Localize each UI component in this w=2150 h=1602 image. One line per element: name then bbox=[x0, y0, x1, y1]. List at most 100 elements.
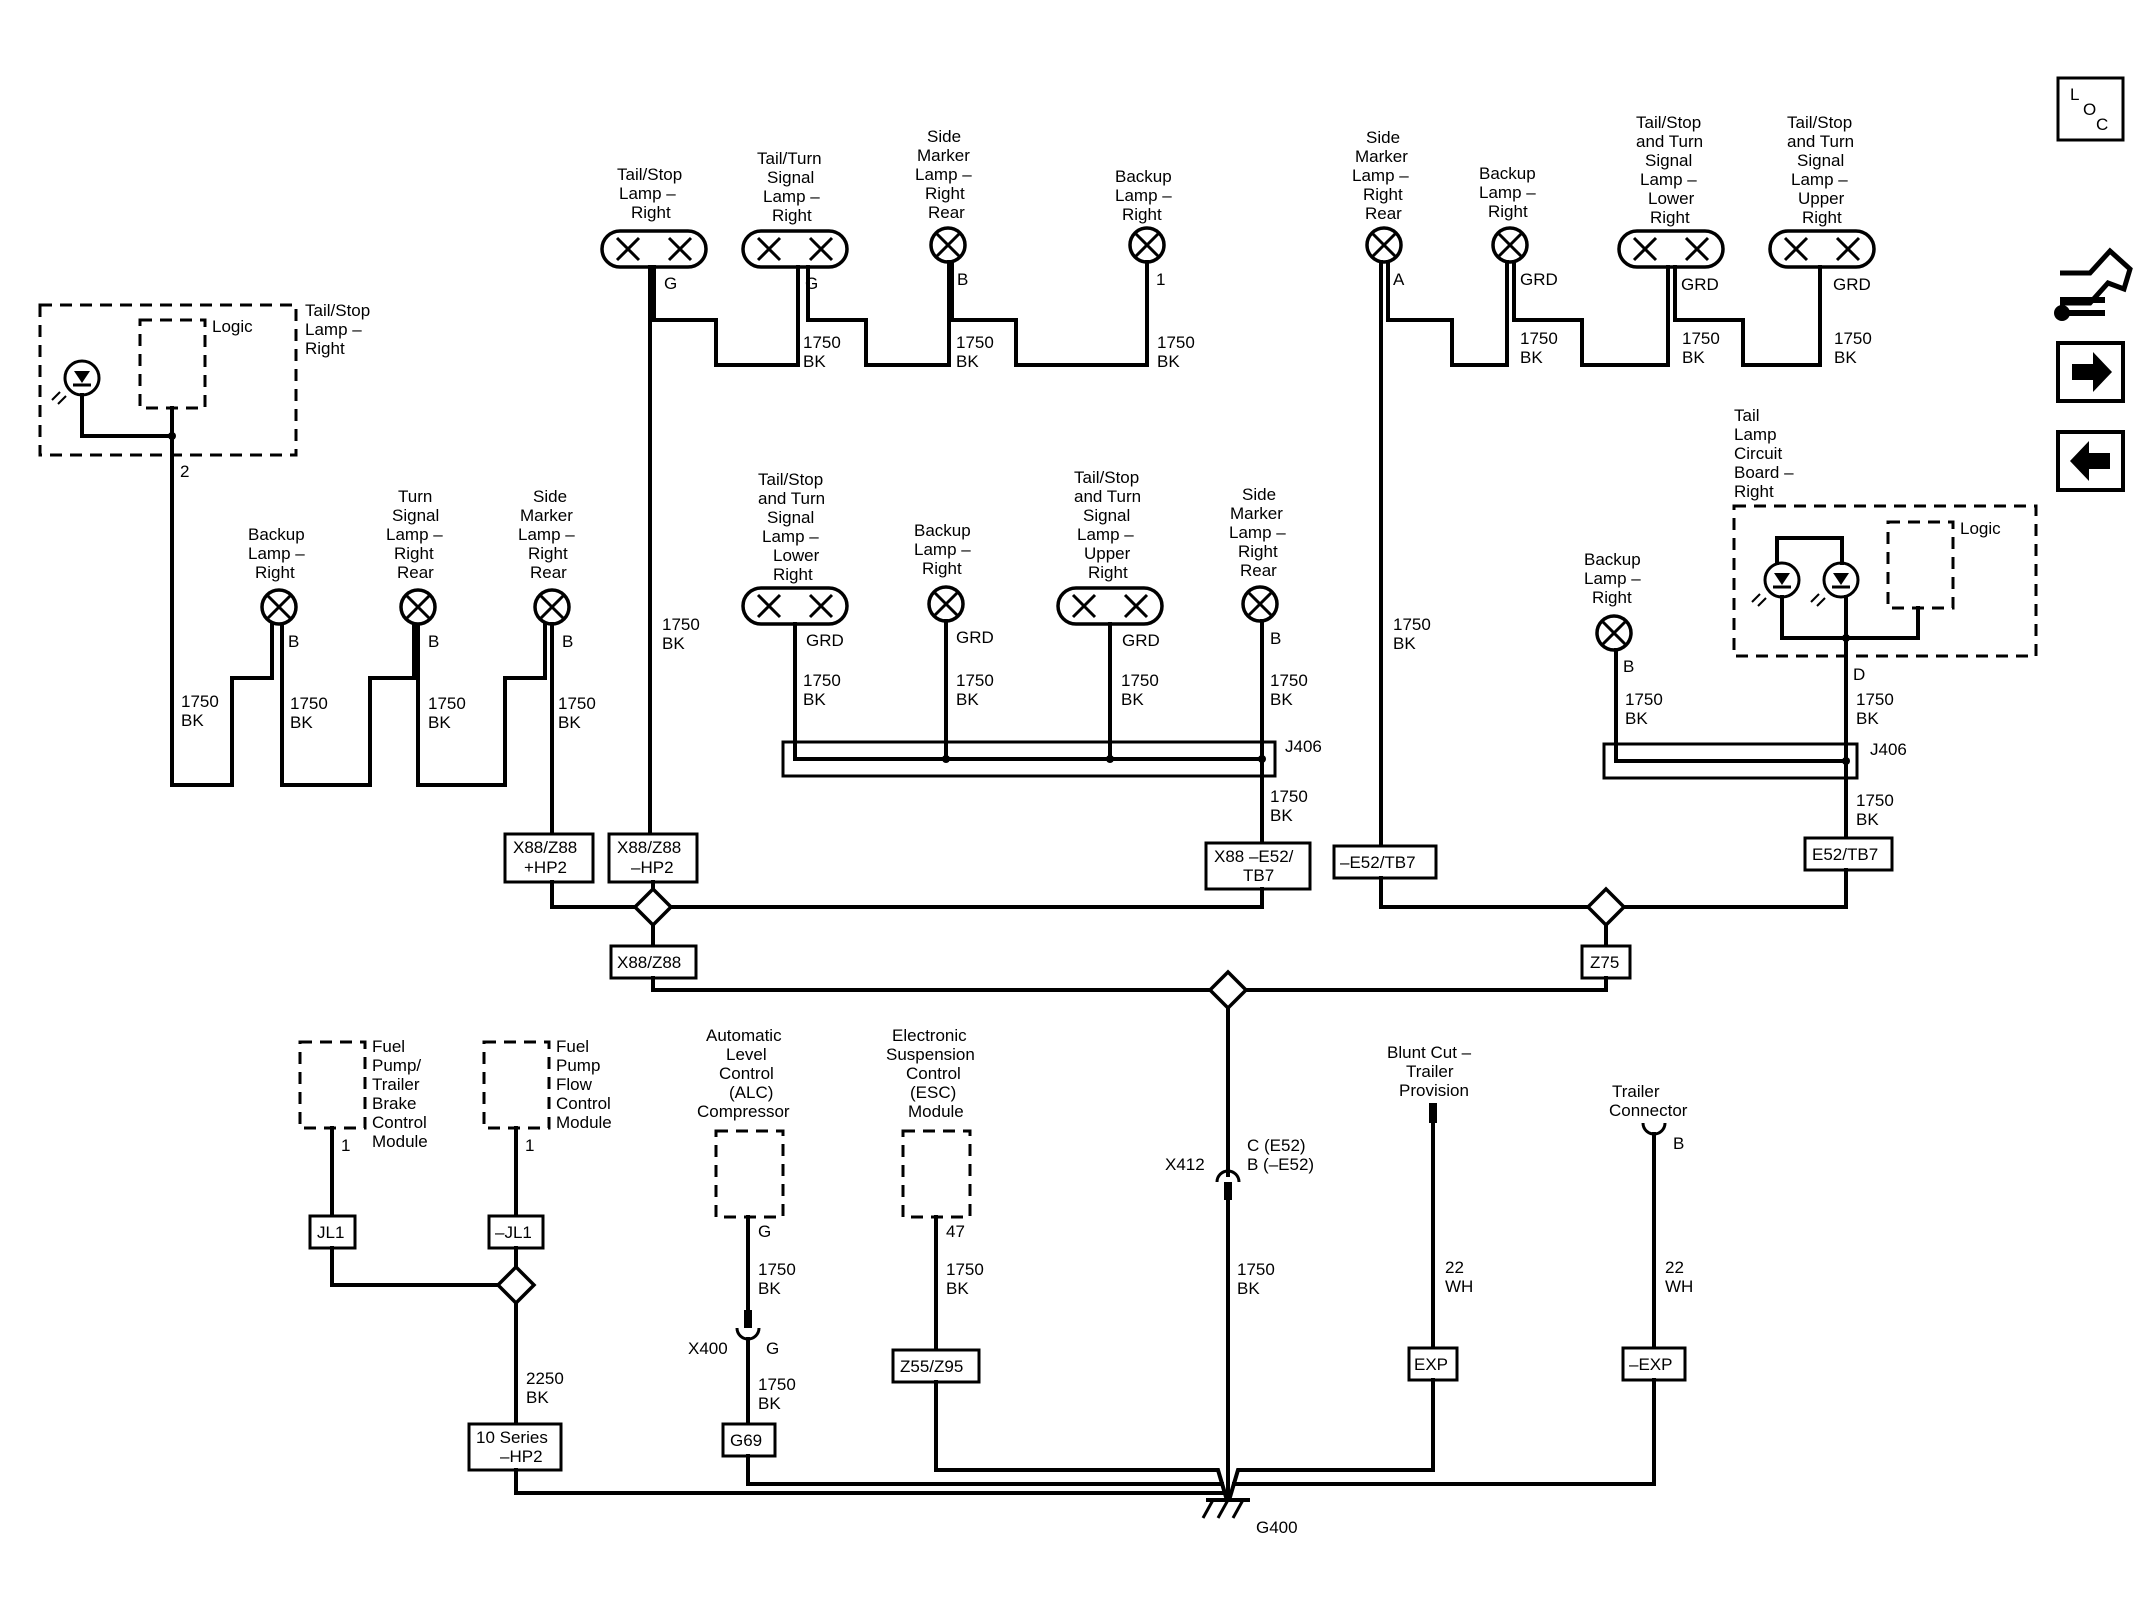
svg-text:Trailer: Trailer bbox=[1406, 1062, 1454, 1081]
loc-button[interactable]: L O C bbox=[2056, 76, 2125, 142]
svg-text:Lamp –: Lamp – bbox=[386, 525, 443, 544]
svg-text:GRD: GRD bbox=[1122, 631, 1160, 650]
svg-text:Lamp –: Lamp – bbox=[1640, 170, 1697, 189]
svg-text:Automatic: Automatic bbox=[706, 1026, 782, 1045]
g400-ground: G400 bbox=[1201, 1498, 1298, 1537]
x400-connector: X400 G bbox=[688, 1310, 779, 1358]
svg-text:Module: Module bbox=[372, 1132, 428, 1151]
svg-text:(ESC): (ESC) bbox=[910, 1083, 956, 1102]
svg-text:Marker: Marker bbox=[917, 146, 970, 165]
svg-text:B: B bbox=[288, 632, 299, 651]
svg-text:Fuel: Fuel bbox=[372, 1037, 405, 1056]
module-label: Lamp – bbox=[305, 320, 362, 339]
svg-text:Trailer: Trailer bbox=[372, 1075, 420, 1094]
pin-label: 2 bbox=[180, 462, 189, 481]
svg-text:Backup: Backup bbox=[1584, 550, 1641, 569]
option-x88-z88-minus-hp2: X88/Z88 –HP2 bbox=[607, 832, 699, 884]
svg-text:Rear: Rear bbox=[530, 563, 567, 582]
svg-text:and Turn: and Turn bbox=[1636, 132, 1703, 151]
svg-text:Marker: Marker bbox=[520, 506, 573, 525]
svg-text:+HP2: +HP2 bbox=[524, 858, 567, 877]
svg-text:Right: Right bbox=[1088, 563, 1128, 582]
arrow-left-icon bbox=[2070, 441, 2110, 481]
svg-text:Right: Right bbox=[772, 206, 812, 225]
svg-text:GRD: GRD bbox=[956, 628, 994, 647]
svg-text:X88 –E52/: X88 –E52/ bbox=[1214, 847, 1294, 866]
option-g69: G69 bbox=[721, 1422, 777, 1458]
svg-text:X88/Z88: X88/Z88 bbox=[617, 838, 681, 857]
svg-text:Lamp –: Lamp – bbox=[762, 527, 819, 546]
svg-text:Flow: Flow bbox=[556, 1075, 593, 1094]
svg-text:1: 1 bbox=[525, 1136, 534, 1155]
svg-text:and Turn: and Turn bbox=[1787, 132, 1854, 151]
svg-text:X400: X400 bbox=[688, 1339, 728, 1358]
svg-text:Side: Side bbox=[1242, 485, 1276, 504]
option-x88-minus-e52-tb7: X88 –E52/ TB7 bbox=[1204, 841, 1312, 891]
svg-text:–EXP: –EXP bbox=[1629, 1355, 1672, 1374]
svg-text:Suspension: Suspension bbox=[886, 1045, 975, 1064]
forward-arrow-button[interactable] bbox=[2056, 341, 2125, 403]
svg-text:Signal: Signal bbox=[767, 168, 814, 187]
option-x88-z88-plus-hp2: X88/Z88 +HP2 bbox=[503, 832, 595, 884]
svg-text:Electronic: Electronic bbox=[892, 1026, 967, 1045]
option-10-series-minus-hp2: 10 Series –HP2 bbox=[467, 1422, 563, 1472]
svg-text:Right: Right bbox=[1363, 185, 1403, 204]
option-z55-z95: Z55/Z95 bbox=[891, 1348, 981, 1384]
svg-text:Rear: Rear bbox=[397, 563, 434, 582]
svg-text:JL1: JL1 bbox=[317, 1223, 344, 1242]
svg-text:Logic: Logic bbox=[1960, 519, 2001, 538]
back-arrow-button[interactable] bbox=[2056, 430, 2125, 492]
svg-text:Side: Side bbox=[927, 127, 961, 146]
svg-text:–E52/TB7: –E52/TB7 bbox=[1340, 853, 1416, 872]
svg-text:and Turn: and Turn bbox=[1074, 487, 1141, 506]
svg-text:Tail: Tail bbox=[1734, 406, 1760, 425]
svg-text:Right: Right bbox=[528, 544, 568, 563]
svg-text:Tail/Stop: Tail/Stop bbox=[1074, 468, 1139, 487]
tail-turn-signal-lamp-right: Tail/Turn Signal Lamp – Right G bbox=[741, 149, 849, 293]
option-jl1: JL1 bbox=[308, 1214, 357, 1250]
svg-text:Upper: Upper bbox=[1084, 544, 1131, 563]
svg-text:Z75: Z75 bbox=[1590, 953, 1619, 972]
backup-lamp-right-top: Backup Lamp – Right 1 bbox=[1115, 167, 1172, 289]
svg-text:Right: Right bbox=[1650, 208, 1690, 227]
svg-text:Backup: Backup bbox=[248, 525, 305, 544]
svg-text:Fuel: Fuel bbox=[556, 1037, 589, 1056]
esc-module: Electronic Suspension Control (ESC) Modu… bbox=[886, 1026, 975, 1241]
svg-text:Lamp –: Lamp – bbox=[1352, 166, 1409, 185]
svg-text:Rear: Rear bbox=[928, 203, 965, 222]
svg-text:Signal: Signal bbox=[767, 508, 814, 527]
svg-text:Tail/Stop: Tail/Stop bbox=[758, 470, 823, 489]
svg-text:Right: Right bbox=[1122, 205, 1162, 224]
turn-signal-lamp-right-rear: Turn Signal Lamp – Right Rear B bbox=[386, 487, 443, 651]
svg-text:Control: Control bbox=[556, 1094, 611, 1113]
svg-text:GRD: GRD bbox=[806, 631, 844, 650]
svg-text:D: D bbox=[1853, 665, 1865, 684]
svg-text:Signal: Signal bbox=[392, 506, 439, 525]
svg-text:Module: Module bbox=[908, 1102, 964, 1121]
tail-stop-turn-signal-lamp-upper-right: Tail/Stop and Turn Signal Lamp – Upper R… bbox=[1056, 468, 1164, 650]
svg-text:G: G bbox=[766, 1339, 779, 1358]
svg-text:Signal: Signal bbox=[1797, 151, 1844, 170]
svg-text:Tail/Stop: Tail/Stop bbox=[1787, 113, 1852, 132]
svg-text:Right: Right bbox=[773, 565, 813, 584]
svg-text:G69: G69 bbox=[730, 1431, 762, 1450]
svg-text:BK: BK bbox=[526, 1388, 549, 1407]
side-marker-lamp-right-rear-left: Side Marker Lamp – Right Rear B bbox=[518, 487, 575, 651]
wrench-connector-icon[interactable] bbox=[2054, 247, 2133, 321]
svg-text:Trailer: Trailer bbox=[1612, 1082, 1660, 1101]
backup-lamp-right-left: Backup Lamp – Right B bbox=[248, 525, 305, 651]
svg-text:A: A bbox=[1393, 270, 1405, 289]
svg-text:Right: Right bbox=[925, 184, 965, 203]
svg-text:Signal: Signal bbox=[1645, 151, 1692, 170]
tail-lamp-circuit-board-right: Tail Lamp Circuit Board – Right Logic D bbox=[1732, 406, 2038, 684]
svg-text:Lamp –: Lamp – bbox=[518, 525, 575, 544]
svg-text:Level: Level bbox=[726, 1045, 767, 1064]
option-exp: EXP bbox=[1407, 1346, 1459, 1382]
svg-text:Lamp –: Lamp – bbox=[1584, 569, 1641, 588]
svg-text:Side: Side bbox=[533, 487, 567, 506]
svg-text:G: G bbox=[664, 274, 677, 293]
svg-text:Right: Right bbox=[394, 544, 434, 563]
svg-text:Board –: Board – bbox=[1734, 463, 1794, 482]
svg-text:B: B bbox=[562, 632, 573, 651]
